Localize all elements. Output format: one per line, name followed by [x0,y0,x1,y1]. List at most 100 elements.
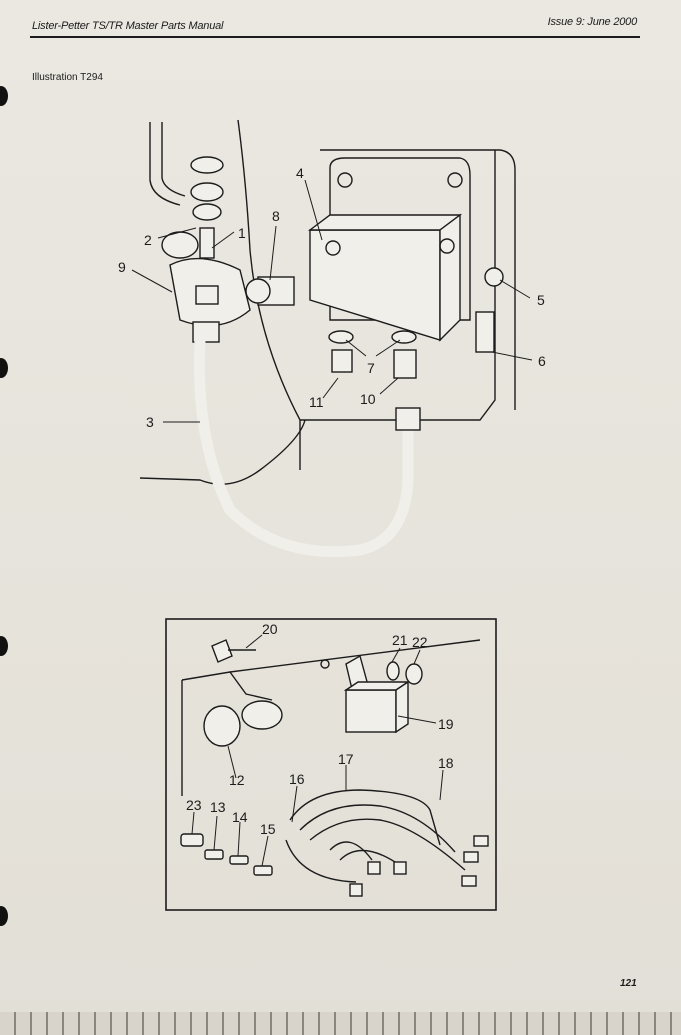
cable [299,804,456,853]
punch-hole [0,86,8,106]
leader-21 [391,647,401,663]
washer [484,267,504,287]
leader-2 [157,227,197,239]
leader-7 [375,339,401,357]
leader-9 [131,269,173,293]
punch-hole [0,906,8,926]
panel-hole [320,659,330,669]
leader-16 [291,785,298,823]
leader-8 [269,225,277,281]
callout-10: 10 [360,391,376,407]
bracket-hole [325,240,341,256]
plate-hole [447,172,463,188]
illustration-label: Illustration T294 [32,72,103,83]
inset-frame [165,618,497,911]
relay [345,689,397,733]
callout-18: 18 [438,755,454,771]
leader-11 [322,377,339,399]
washer [192,203,222,221]
engine-outline [237,119,301,470]
mounting-plate [329,157,471,321]
hose-nut [395,407,421,431]
terminal [204,849,224,860]
leader-10 [379,377,399,395]
callout-5: 5 [537,292,545,308]
leader-23 [191,811,195,835]
leader-22 [413,649,421,665]
hose-end [192,321,220,343]
leader-14 [237,821,241,857]
terminal [229,855,249,865]
callout-23: 23 [186,797,202,813]
washer [328,330,354,344]
union [393,349,417,379]
pipe-outline [161,122,186,197]
callout-17: 17 [338,751,354,767]
engine-outline [139,419,306,485]
issue-date: Issue 9: June 2000 [547,16,638,28]
banjo-bolt [199,227,215,259]
warning-lamp-body [241,700,283,730]
manual-title: Lister-Petter TS/TR Master Parts Manual [32,20,224,32]
cable-lug [393,861,407,875]
washer [190,156,224,174]
leader-18 [439,769,444,801]
hex-nipple [195,285,219,305]
callout-16: 16 [289,771,305,787]
leader-6 [491,351,533,361]
cable [309,818,466,871]
leader-19 [397,715,437,724]
leader-13 [213,815,218,851]
bracket-hole [439,238,455,254]
callout-12: 12 [229,772,245,788]
page-number: 121 [620,978,637,989]
leader-5 [499,279,531,299]
leader-1 [211,231,235,249]
callout-15: 15 [260,821,276,837]
page-stack-edge [0,1012,681,1035]
callout-7: 7 [367,360,375,376]
callout-21: 21 [392,632,408,648]
callout-1: 1 [238,225,246,241]
callout-2: 2 [144,232,152,248]
cable [329,841,373,861]
pipe-outline [149,122,181,206]
plate-hole [337,172,353,188]
relay-side [395,680,409,734]
bolt [475,311,495,353]
callout-11: 11 [309,394,324,410]
hose-inner [193,339,414,558]
plug [331,349,353,373]
callout-13: 13 [210,799,226,815]
punch-hole [0,358,8,378]
leader-4 [304,179,323,241]
pressure-switch-hex [245,278,271,304]
cable-lug [461,875,477,887]
punch-hole [0,636,8,656]
callout-9: 9 [118,259,126,275]
callout-6: 6 [538,353,546,369]
leader-7 [345,339,367,357]
leader-20 [245,634,263,649]
callout-8: 8 [272,208,280,224]
callout-19: 19 [438,716,454,732]
cable [339,849,396,863]
terminal [253,865,273,876]
leader-12 [227,745,237,779]
terminal-cover [180,833,204,847]
washer [391,330,417,344]
leader-15 [261,835,269,867]
cable [285,839,357,883]
callout-22: 22 [412,634,428,650]
washer [386,661,400,681]
union-nut [190,182,224,202]
callout-14: 14 [232,809,248,825]
callout-20: 20 [262,621,278,637]
warning-lamp [203,705,241,747]
bolt-head [211,639,233,663]
callout-4: 4 [296,165,304,181]
engine-outline [320,149,516,410]
cable [289,789,441,846]
